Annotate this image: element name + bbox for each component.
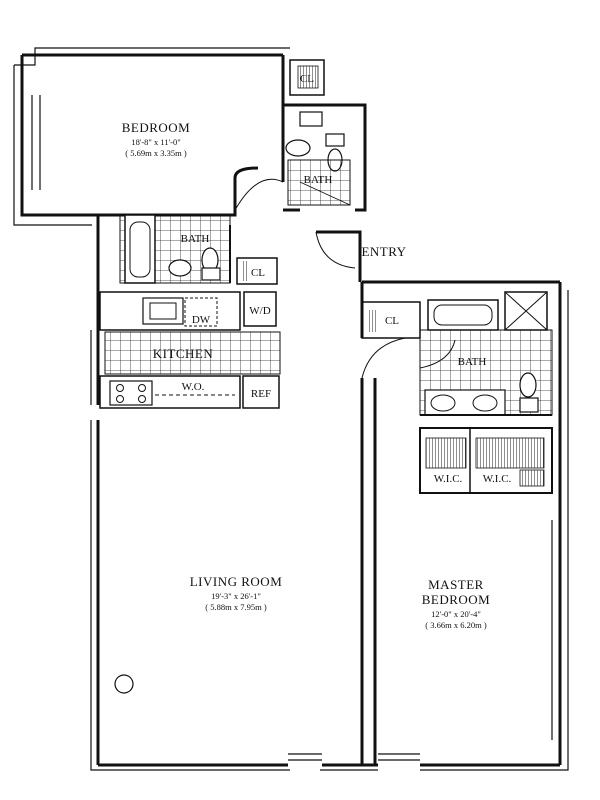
master-bedroom-name-1: MASTER [428,577,484,592]
living-room-dim-metric: ( 5.88m x 7.95m ) [205,602,267,612]
column [114,674,134,694]
dishwasher-label: DW [192,314,211,326]
living-room-dim-imperial: 19'-3" x 26'-1" [211,591,261,601]
closet-middle-label: CL [251,267,265,279]
bedroom-label: BEDROOM 18'-8" x 11'-0" ( 5.69m x 3.35m … [122,120,191,158]
bath-middle-label: BATH [181,233,210,245]
living-room-name: LIVING ROOM [190,574,283,589]
bath-top-label: BATH [304,174,333,186]
bedroom-name: BEDROOM [122,120,191,135]
wic-right-label: W.I.C. [483,473,512,485]
entry-label: ENTRY [361,244,406,259]
living-window [90,290,569,771]
walls [20,53,562,767]
living-room-label: LIVING ROOM 19'-3" x 26'-1" ( 5.88m x 7.… [190,574,283,612]
bath-master [419,291,553,416]
refrigerator-label: REF [251,388,271,400]
bedroom-outer-wall [13,47,290,226]
kitchen [99,291,281,409]
entry-door [315,231,406,379]
kitchen-label: KITCHEN [153,346,214,361]
master-bedroom-label: MASTER BEDROOM 12'-0" x 20'-4" ( 3.66m x… [422,577,491,630]
closet-entry [361,301,421,339]
wall-oven-label: W.O. [182,381,205,393]
wic [419,427,553,494]
closet-middle [236,257,278,285]
closet-entry-label: CL [385,315,399,327]
bath-master-label: BATH [458,356,487,368]
bath-middle [119,214,231,284]
closet-top-label: CL [300,73,314,85]
bedroom-dim-imperial: 18'-8" x 11'-0" [131,137,180,147]
wic-left-label: W.I.C. [434,473,463,485]
master-bedroom-name-2: BEDROOM [422,592,491,607]
master-bedroom-dim-metric: ( 3.66m x 6.20m ) [425,620,487,630]
master-bedroom-dim-imperial: 12'-0" x 20'-4" [431,609,481,619]
bedroom-dim-metric: ( 5.69m x 3.35m ) [125,148,187,158]
bath-top [234,59,351,211]
washer-dryer [243,291,277,327]
washer-dryer-label: W/D [249,305,270,317]
